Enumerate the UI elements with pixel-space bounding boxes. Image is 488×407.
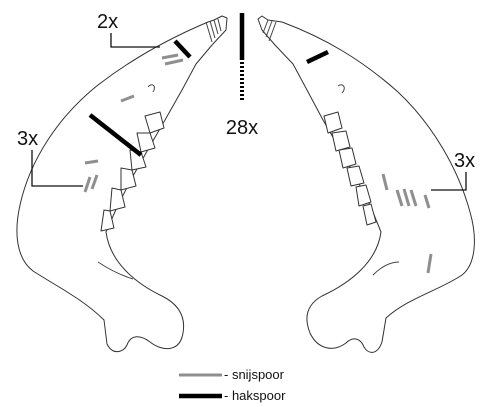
left-middle-count-label: 3x <box>17 128 38 150</box>
legend-chop-label: - hakspoor <box>224 388 286 403</box>
left-top-leader <box>111 33 160 47</box>
right-count-label: 3x <box>454 150 475 172</box>
cut-mark <box>85 161 98 163</box>
legend-cut-label: - snijspoor <box>224 367 285 382</box>
midline-chop-marker: 28x <box>226 13 258 139</box>
legend-item-chop: - hakspoor <box>179 388 286 403</box>
left-top-count-label: 2x <box>97 11 118 33</box>
left-top-callout: 2x <box>97 11 160 47</box>
right-mandible-outline <box>258 16 474 352</box>
right-mandible <box>258 16 474 352</box>
left-mandible <box>17 16 227 352</box>
legend-item-cut: - snijspoor <box>179 367 285 382</box>
midline-count-label: 28x <box>226 117 258 139</box>
legend: - snijspoor - hakspoor <box>179 367 286 403</box>
